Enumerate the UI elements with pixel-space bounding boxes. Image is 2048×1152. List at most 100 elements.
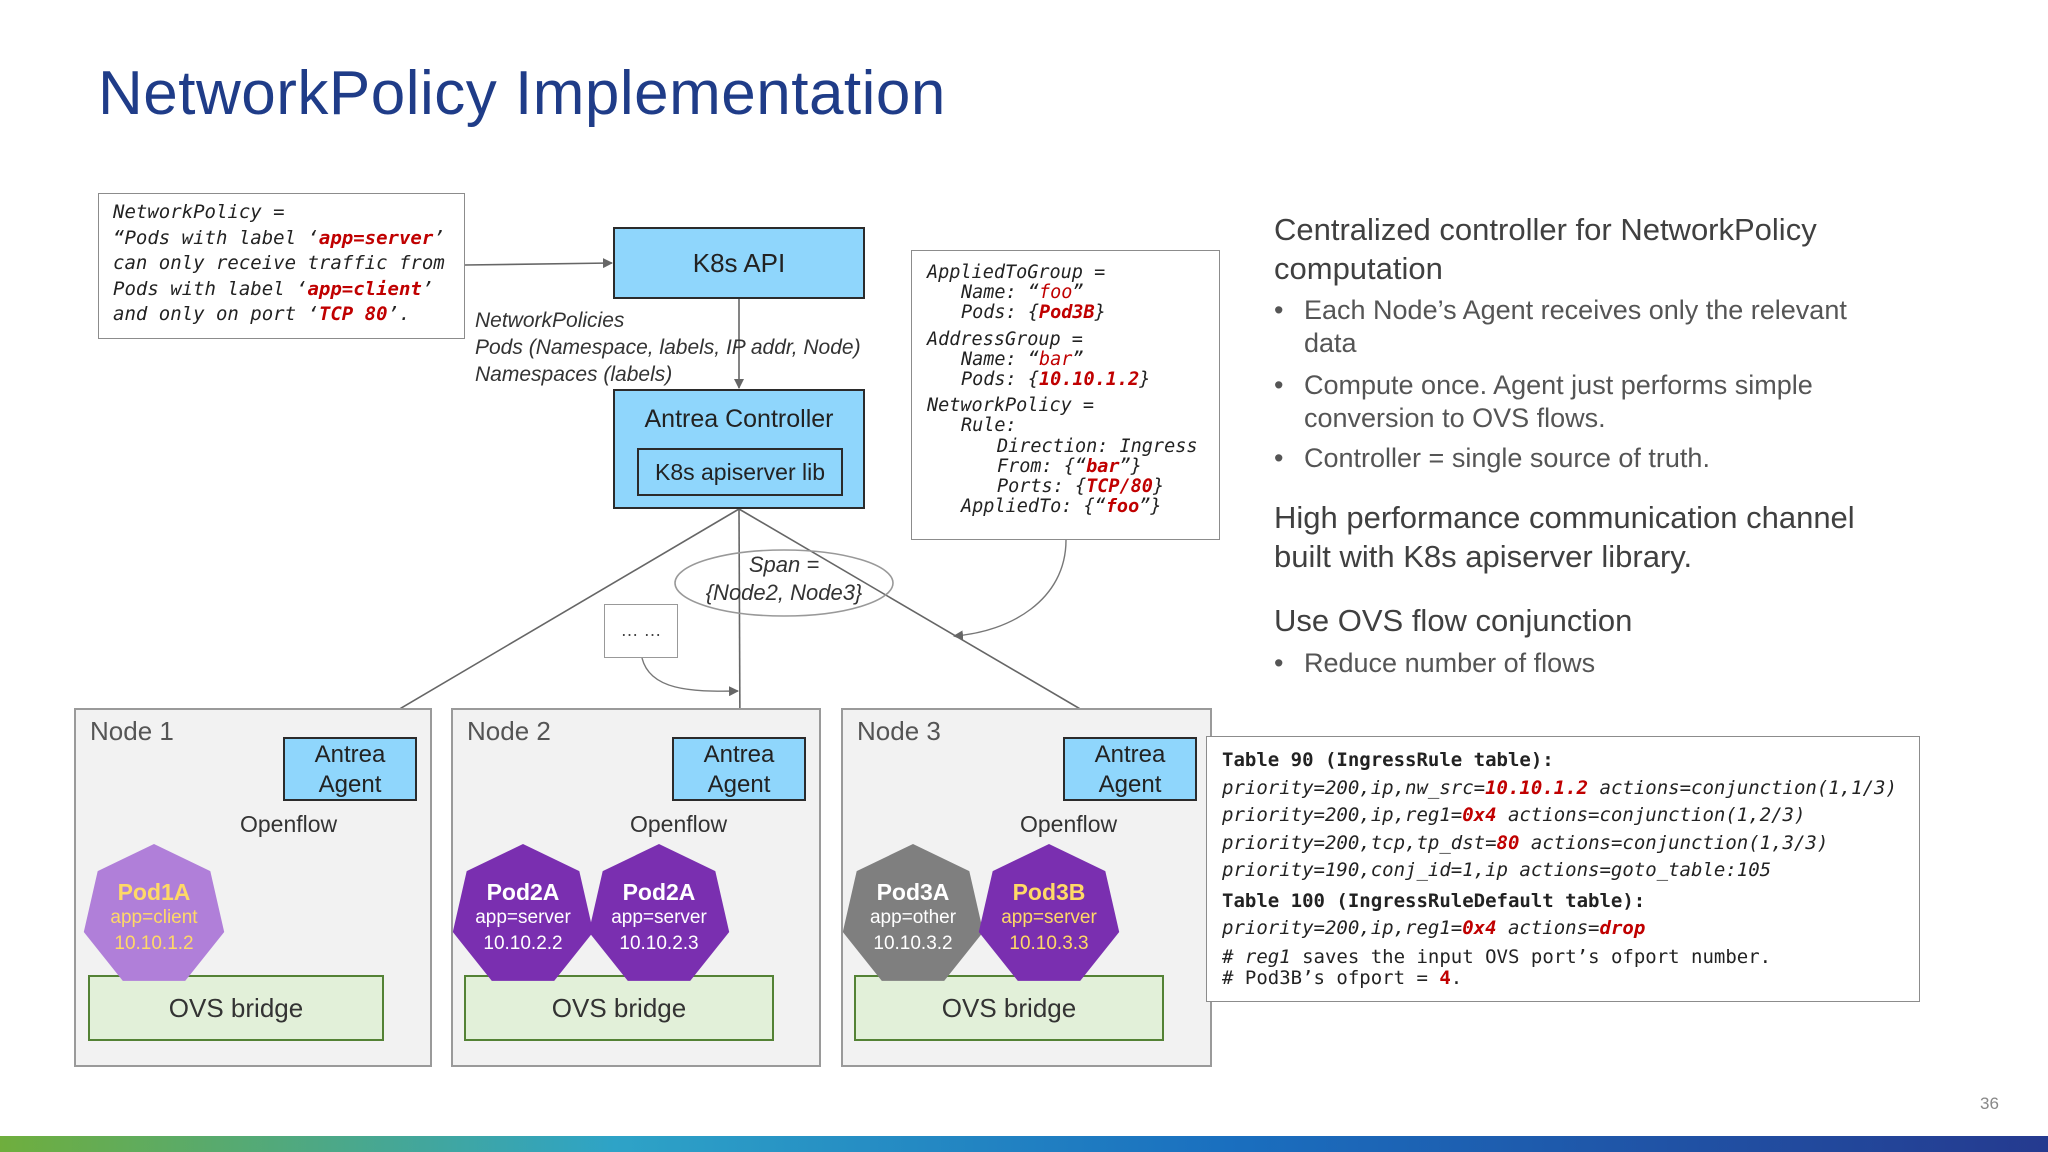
span-ellipse [674,549,894,617]
policy-line-1: NetworkPolicy = [113,201,285,223]
node-3-label: Node 3 [857,716,941,746]
heading-line: Centralized controller for NetworkPolicy [1274,212,1817,247]
k8s-api-label: K8s API [692,248,786,278]
policy-line-4: Pods with label ‘app=client’ [113,277,434,300]
apiserver-lib-box: K8s apiserver lib [637,448,843,496]
objects-curve-arrow [953,539,1067,641]
agent-label-2: Agent [318,771,382,798]
controller-to-node2-arrow [734,508,745,738]
rule-line: Rule: [961,415,1017,437]
agent-label-1: Antrea [703,741,775,768]
pod-2a-second: Pod2A app=server 10.10.2.3 [589,879,729,957]
pod-name: Pod3B [1012,879,1086,905]
page-number: 36 [1980,1094,1999,1113]
node-2-label: Node 2 [467,716,551,746]
node-3-openflow-label: Openflow [1020,811,1118,837]
bullet-line: conversion to OVS flows. [1304,403,1606,433]
bullet-compute-once: • Compute once. Agent just performs simp… [1274,369,1813,435]
bullet-line: Reduce number of flows [1304,648,1596,678]
ovs-flows-box: Table 90 (IngressRule table): priority=2… [1206,736,1920,1002]
direction-line: Direction: Ingress [997,435,1198,457]
applied-to-group-line: AppliedToGroup = [927,262,1106,283]
pod-2a-second-shape [588,844,730,981]
apiserver-lib-label: K8s apiserver lib [654,459,826,485]
address-name-line: Name: “bar” [961,348,1084,370]
pod-3b-shape [978,844,1120,981]
page-title: NetworkPolicy Implementation [98,59,946,128]
heading-high-performance: High performance communication channel b… [1274,498,1855,576]
heading-line: built with K8s apiserver library. [1274,539,1693,574]
comment-line-1: # reg1 saves the input OVS port’s ofport… [1222,945,1772,968]
node-1-antrea-agent: Antrea Agent [283,737,417,801]
controller-to-node1-arrow [351,508,740,738]
span-line-1: Span = [748,552,820,577]
heading-line: High performance communication channel [1274,500,1855,535]
bullet-reduce-flows: • Reduce number of flows [1274,647,1595,680]
pod-ip: 10.10.1.2 [114,933,194,954]
watch-line-2: Pods (Namespace, labels, IP addr, Node) [475,336,861,359]
pod-label: app=server [1001,907,1097,928]
bullet-icon: • [1274,648,1284,678]
span-label: Span = {Node2, Node3} [676,551,892,607]
ovs-label: OVS bridge [168,993,304,1023]
computed-objects-box: AppliedToGroup = Name: “foo” Pods: {Pod3… [911,250,1220,540]
comment-line-2: # Pod3B’s ofport = 4. [1222,966,1463,989]
footer-bar [0,1136,2048,1152]
span-line-2: {Node2, Node3} [705,580,863,605]
address-pods-line: Pods: {10.10.1.2} [961,369,1151,391]
bullet-icon: • [1274,443,1284,473]
applied-to-line: AppliedTo: {“foo”} [961,496,1162,518]
k8s-api-box: K8s API [613,227,865,299]
bullet-line: data [1304,328,1357,358]
flow-line-2: priority=200,ip,reg1=0x4 actions=conjunc… [1222,804,1806,826]
bullet-single-source: • Controller = single source of truth. [1274,442,1710,475]
policy-line-3: can only receive traffic from [113,252,445,274]
pod-name: Pod3A [876,879,950,905]
pod-name: Pod2A [486,879,560,905]
heading-centralized: Centralized controller for NetworkPolicy… [1274,210,1817,288]
node-3-ovs-bridge: OVS bridge [854,975,1164,1041]
agent-label-1: Antrea [1094,741,1166,768]
watch-resources-label: NetworkPolicies Pods (Namespace, labels,… [475,307,861,388]
applied-pods-line: Pods: {Pod3B} [961,302,1106,324]
bullet-relevant-data: • Each Node’s Agent receives only the re… [1274,294,1847,360]
pod-ip: 10.10.3.2 [873,933,953,954]
pod-name: Pod1A [117,879,191,905]
pod-ip: 10.10.3.3 [1009,933,1089,954]
node-2-openflow-label: Openflow [630,811,728,837]
from-line: From: {“bar”} [997,455,1142,477]
policy-line-2: “Pods with label ‘app=server’ [113,226,445,249]
bullet-icon: • [1274,370,1284,400]
flow-line-1: priority=200,ip,nw_src=10.10.1.2 actions… [1222,776,1897,799]
node-1-openflow-label: Openflow [240,811,338,837]
applied-name-line: Name: “foo” [961,282,1084,304]
flow-line-3: priority=200,tcp,tp_dst=80 actions=conju… [1222,831,1829,854]
pod-3a-shape [842,844,984,981]
pod-label: app=server [475,907,571,928]
antrea-controller-box: Antrea Controller K8s apiserver lib [613,389,865,509]
pod-3a: Pod3A app=other 10.10.3.2 [843,879,983,957]
node-1-label: Node 1 [90,716,174,746]
pod-ip: 10.10.2.2 [483,933,563,954]
watch-line-1: NetworkPolicies [475,309,625,332]
heading-ovs-conjunction: Use OVS flow conjunction [1274,603,1633,638]
node-3-antrea-agent: Antrea Agent [1063,737,1197,801]
node-2-antrea-agent: Antrea Agent [672,737,806,801]
agent-label-1: Antrea [314,741,386,768]
ovs-label: OVS bridge [941,993,1077,1023]
pod-label: app=other [869,907,957,928]
policy-line-5: and only on port ‘TCP 80’. [113,303,411,325]
controller-to-node3-arrow [738,508,1129,738]
heading-line: computation [1274,251,1443,286]
agent-label-2: Agent [1098,771,1162,798]
flow-line-5: priority=200,ip,reg1=0x4 actions=drop [1222,917,1646,939]
pod-2a-first: Pod2A app=server 10.10.2.2 [453,879,593,957]
address-group-line: AddressGroup = [927,328,1083,350]
pod-ip: 10.10.2.3 [619,933,699,954]
policy-description-box: NetworkPolicy = “Pods with label ‘app=se… [98,193,465,339]
flow-line-4: priority=190,conj_id=1,ip actions=goto_t… [1222,859,1772,881]
pod-1a-shape [83,844,225,981]
table-100-heading: Table 100 (IngressRuleDefault table): [1222,889,1646,912]
bullet-line: Each Node’s Agent receives only the rele… [1304,295,1847,325]
controller-title: Antrea Controller [644,405,834,433]
